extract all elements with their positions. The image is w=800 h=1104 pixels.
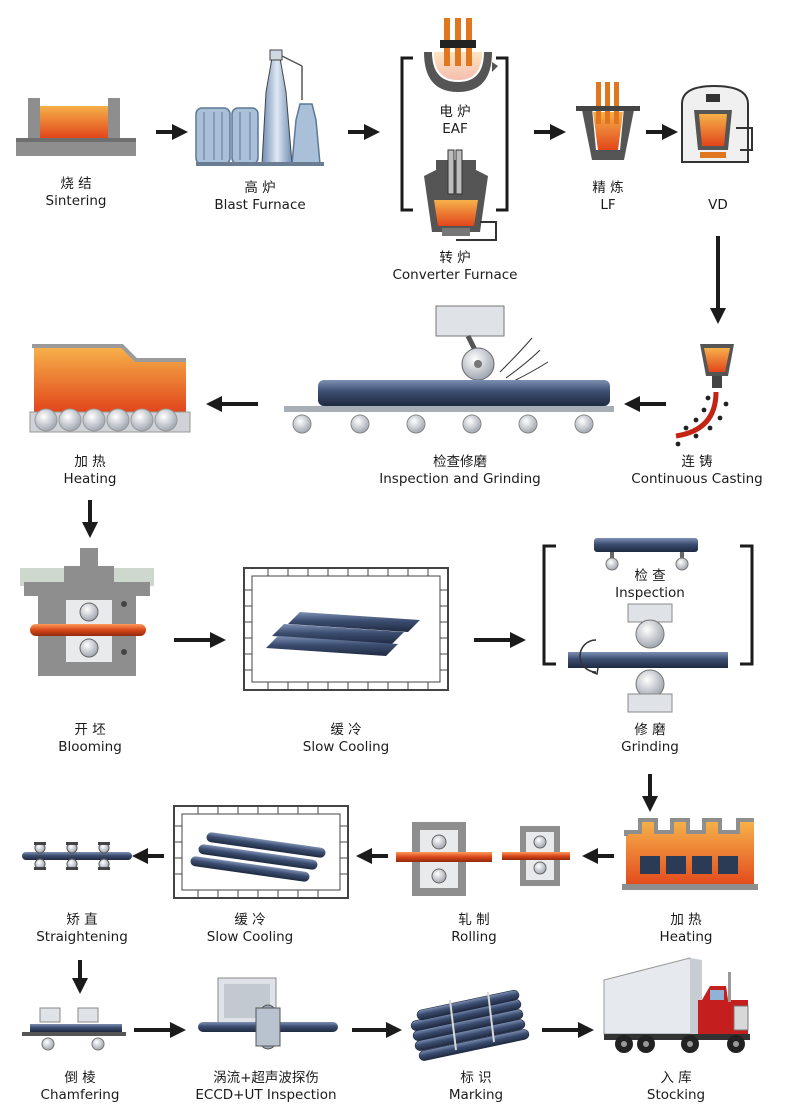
label-sintering-zh: 烧 结 <box>60 176 92 192</box>
label-casting-en: Continuous Casting <box>631 471 763 487</box>
label-eccd-zh: 涡流+超声波探伤 <box>213 1070 319 1086</box>
label-grinding-en: Grinding <box>621 739 679 755</box>
label-inspection-en: Inspection <box>615 585 685 601</box>
slow-cooling-pit-2-icon <box>173 805 349 899</box>
straightening-machine-icon <box>22 842 132 870</box>
inspection-station-icon <box>594 538 698 571</box>
label-lf: 精 炼 LF <box>570 180 646 214</box>
label-converter: 转 炉 Converter Furnace <box>380 250 530 284</box>
rolling-mill-icon <box>396 822 570 896</box>
label-vd: VD <box>680 197 756 214</box>
label-stocking-zh: 入 库 <box>660 1070 692 1086</box>
label-blooming: 开 坯 Blooming <box>40 722 140 756</box>
label-blast-zh: 高 炉 <box>244 180 276 196</box>
label-marking: 标 识 Marking <box>424 1070 528 1104</box>
inspection-grinding-bracket <box>542 544 754 666</box>
label-straight-en: Straightening <box>36 929 128 945</box>
label-eccd-ut: 涡流+超声波探伤 ECCD+UT Inspection <box>178 1070 354 1104</box>
slow-cooling-pit-icon <box>243 567 449 691</box>
label-inspection-grinding: 检查修磨 Inspection and Grinding <box>370 454 550 488</box>
label-eccd-en: ECCD+UT Inspection <box>195 1087 337 1103</box>
label-grinding: 修 磨 Grinding <box>600 722 700 756</box>
label-slow1-en: Slow Cooling <box>302 739 390 755</box>
label-slow2-zh: 缓 冷 <box>234 912 266 928</box>
label-continuous-casting: 连 铸 Continuous Casting <box>622 454 772 488</box>
label-marking-en: Marking <box>448 1087 504 1103</box>
label-slow1-zh: 缓 冷 <box>330 722 362 738</box>
inspection-grinding-icon <box>284 305 614 434</box>
label-vd-en: VD <box>708 197 728 213</box>
label-casting-zh: 连 铸 <box>681 454 713 470</box>
label-chamfer-zh: 倒 棱 <box>64 1070 96 1086</box>
label-sintering-en: Sintering <box>45 193 107 209</box>
label-heating-2: 加 热 Heating <box>636 912 736 946</box>
label-blooming-zh: 开 坯 <box>74 722 106 738</box>
label-chamfer-en: Chamfering <box>40 1087 120 1103</box>
label-heating2-en: Heating <box>659 929 713 945</box>
label-heating1-zh: 加 热 <box>74 454 106 470</box>
label-blast-furnace: 高 炉 Blast Furnace <box>190 180 330 214</box>
label-blooming-en: Blooming <box>58 739 122 755</box>
grinding-station-icon <box>568 603 728 713</box>
label-straightening: 矫 直 Straightening <box>22 912 142 946</box>
truck-icon <box>603 957 750 1053</box>
converter-furnace-icon <box>424 149 497 241</box>
label-stocking: 入 库 Stocking <box>624 1070 728 1104</box>
label-grinding-zh: 修 磨 <box>634 722 666 738</box>
label-insp-grind-en: Inspection and Grinding <box>379 471 541 487</box>
label-eaf-zh: 电 炉 <box>439 104 471 120</box>
label-marking-zh: 标 识 <box>460 1070 492 1086</box>
label-lf-zh: 精 炼 <box>592 180 624 196</box>
label-blast-en: Blast Furnace <box>214 197 306 213</box>
label-lf-en: LF <box>600 197 616 213</box>
label-chamfering: 倒 棱 Chamfering <box>20 1070 140 1104</box>
label-eaf-en: EAF <box>442 121 468 137</box>
label-insp-grind-zh: 检查修磨 <box>433 454 487 470</box>
sintering-icon <box>16 98 136 156</box>
label-heating1-en: Heating <box>63 471 117 487</box>
blooming-mill-icon <box>20 548 154 676</box>
label-heating2-zh: 加 热 <box>670 912 702 928</box>
heating-furnace-2-icon <box>622 818 758 890</box>
label-stocking-en: Stocking <box>646 1087 706 1103</box>
vd-icon <box>681 84 753 163</box>
blast-furnace-icon <box>195 49 324 166</box>
label-straight-zh: 矫 直 <box>66 912 98 928</box>
label-converter-zh: 转 炉 <box>439 250 471 266</box>
label-rolling: 轧 制 Rolling <box>424 912 524 946</box>
label-slow2-en: Slow Cooling <box>206 929 294 945</box>
label-sintering: 烧 结 Sintering <box>16 176 136 210</box>
eccd-ut-inspection-icon <box>198 977 338 1050</box>
flow-arrows <box>72 124 726 1038</box>
label-rolling-zh: 轧 制 <box>458 912 490 928</box>
label-inspection: 检 查 Inspection <box>600 568 700 602</box>
label-inspection-zh: 检 查 <box>634 568 666 584</box>
continuous-casting-icon <box>675 344 734 447</box>
marking-bundle-icon <box>410 989 530 1061</box>
eaf-icon <box>424 18 498 92</box>
label-eaf: 电 炉 EAF <box>410 104 500 138</box>
label-slow-cooling-2: 缓 冷 Slow Cooling <box>190 912 310 946</box>
steelmaking-bracket <box>400 56 509 212</box>
chamfering-machine-icon <box>22 1007 126 1051</box>
label-heating-1: 加 热 Heating <box>40 454 140 488</box>
label-converter-en: Converter Furnace <box>392 267 518 283</box>
heating-furnace-icon <box>29 344 191 433</box>
label-slow-cooling-1: 缓 冷 Slow Cooling <box>286 722 406 756</box>
label-rolling-en: Rolling <box>451 929 497 945</box>
lf-icon <box>576 82 640 160</box>
